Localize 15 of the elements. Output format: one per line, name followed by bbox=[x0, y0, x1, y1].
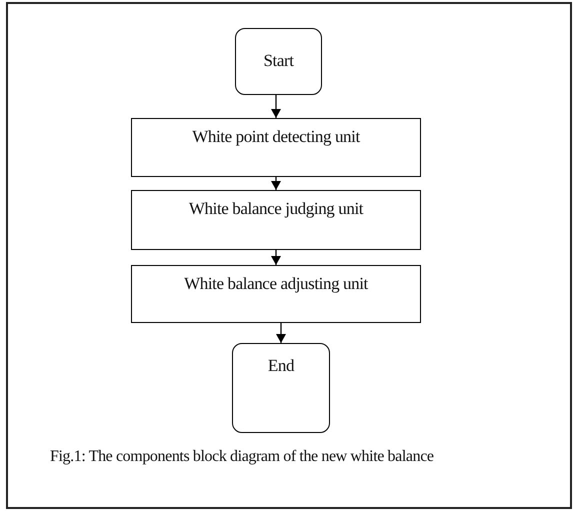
terminal-box bbox=[235, 28, 322, 95]
node-label: End bbox=[266, 356, 296, 376]
node-label: Start bbox=[262, 51, 295, 71]
arrow bbox=[271, 250, 281, 265]
arrow bbox=[276, 323, 286, 343]
arrow bbox=[271, 95, 281, 118]
process-box bbox=[131, 118, 421, 177]
node-label: White point detecting unit bbox=[191, 127, 362, 147]
node-label: White balance judging unit bbox=[188, 199, 364, 219]
figure-caption: Fig.1: The components block diagram of the new white balance bbox=[50, 448, 434, 466]
process-box bbox=[131, 265, 421, 323]
terminal-box bbox=[232, 343, 330, 433]
node-label: White balance adjusting unit bbox=[183, 274, 370, 294]
arrow bbox=[271, 177, 281, 190]
process-box bbox=[131, 190, 421, 250]
